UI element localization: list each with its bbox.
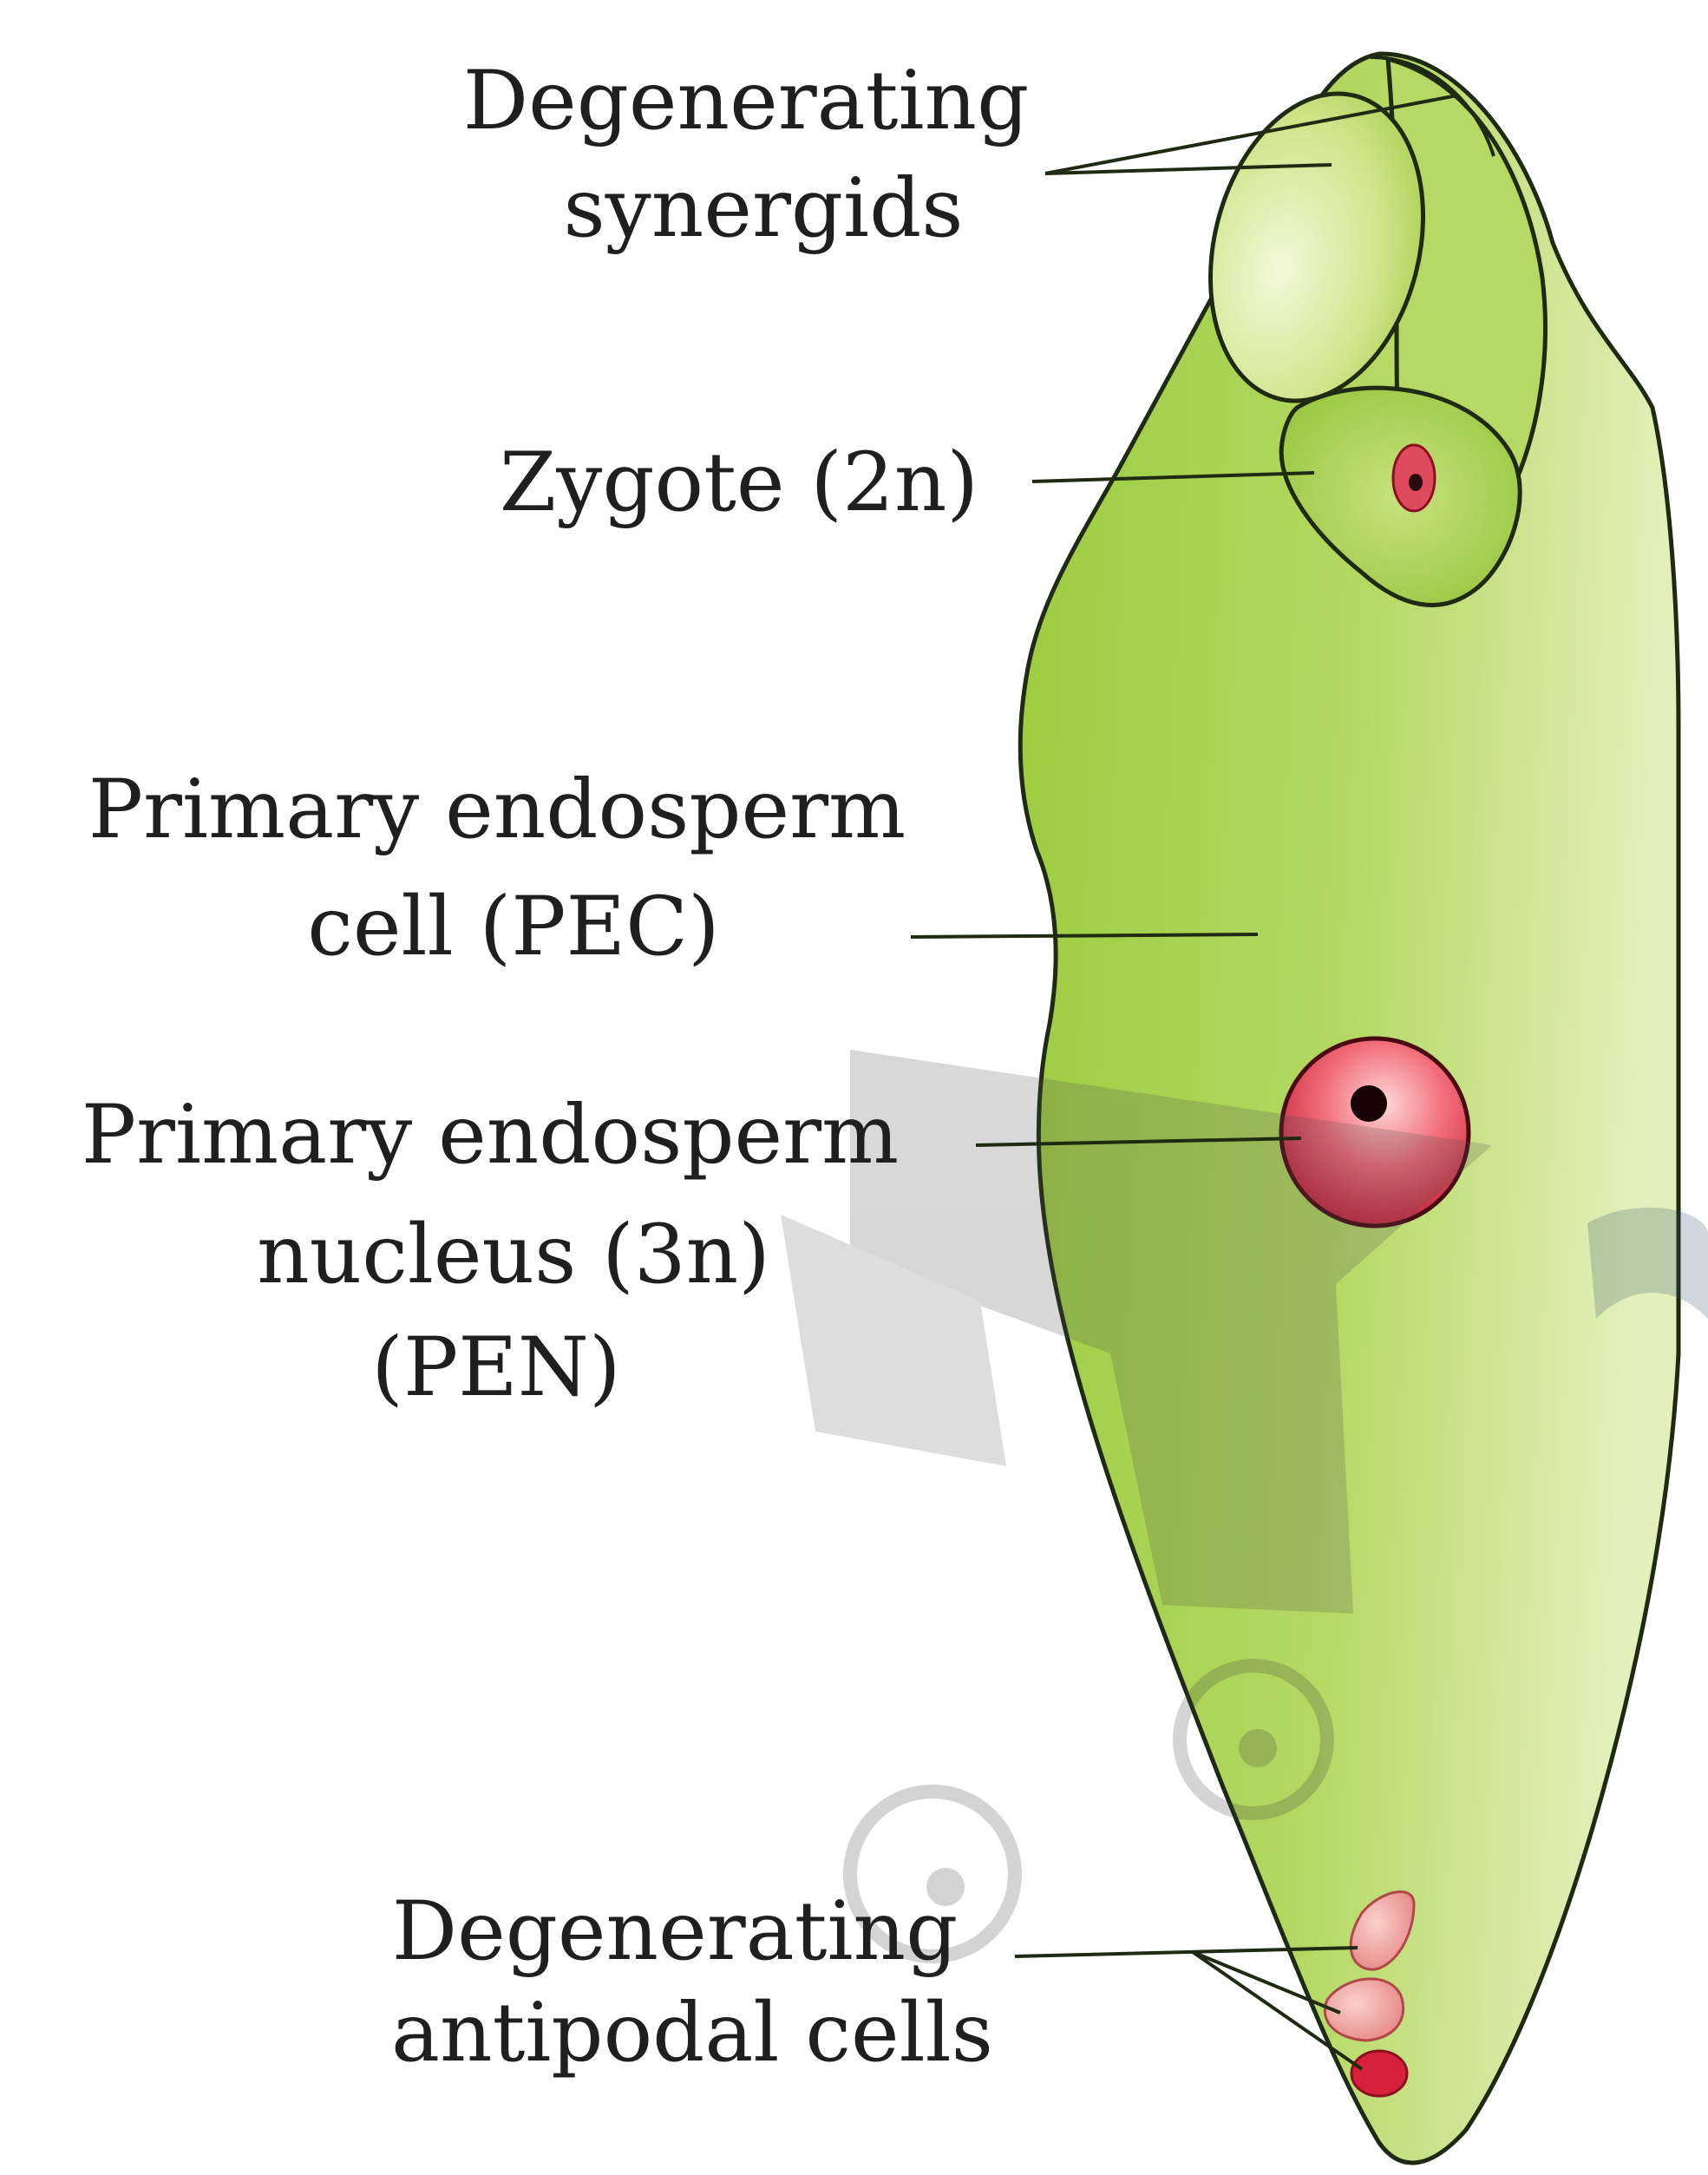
label-synergids-line1: Degenerating xyxy=(463,54,1030,148)
label-pen-line2: nucleus (3n) xyxy=(257,1208,770,1302)
label-synergids: Degenerating synergids xyxy=(463,54,1030,256)
label-synergids-line2: synergids xyxy=(563,161,963,256)
label-pec: Primary endosperm cell (PEC) xyxy=(88,763,906,974)
antipodal-cell-bottom xyxy=(1351,2051,1407,2096)
label-pen: Primary endosperm nucleus (3n) (PEN) xyxy=(82,1088,899,1415)
label-pec-line1: Primary endosperm xyxy=(88,763,906,857)
pen-nucleolus xyxy=(1351,1085,1387,1122)
label-pen-line3: (PEN) xyxy=(371,1320,620,1415)
label-antipodal-line1: Degenerating xyxy=(392,1884,959,1979)
label-zygote-line1: Zygote (2n) xyxy=(500,436,978,530)
label-pec-line2: cell (PEC) xyxy=(307,880,719,974)
zygote-nucleolus xyxy=(1409,474,1423,491)
label-pen-line1: Primary endosperm xyxy=(82,1088,899,1182)
label-antipodal-line2: antipodal cells xyxy=(391,1986,993,2080)
label-antipodal: Degenerating antipodal cells xyxy=(391,1884,993,2080)
label-zygote: Zygote (2n) xyxy=(500,436,978,530)
